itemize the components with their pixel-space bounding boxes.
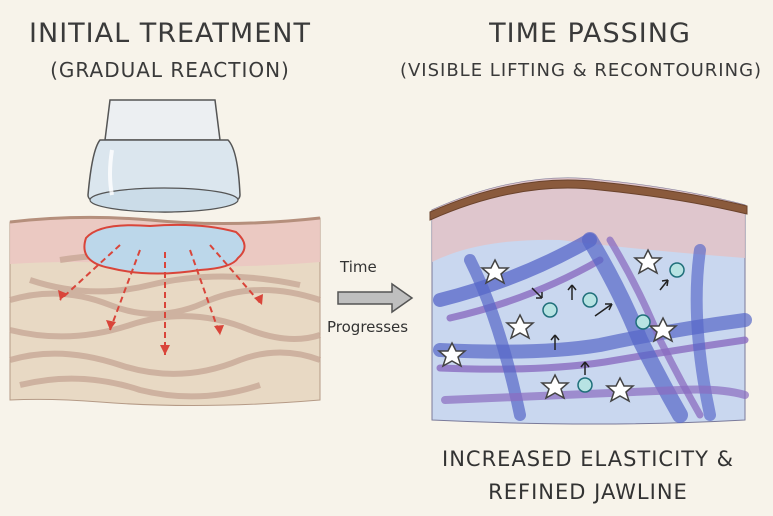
collagen-fibers xyxy=(433,232,752,423)
fibroblast-stars xyxy=(436,248,679,403)
time-arrow-icon xyxy=(337,282,414,314)
treatment-zone xyxy=(83,223,246,275)
left-panel-title: INITIAL TREATMENT xyxy=(29,18,311,49)
treatment-device-icon xyxy=(87,99,241,213)
new-cells xyxy=(542,262,685,393)
result-caption-line-1: INCREASED ELASTICITY & xyxy=(442,447,734,471)
result-caption-line-2: REFINED JAWLINE xyxy=(488,480,688,504)
energy-arrowheads xyxy=(58,290,263,355)
left-panel-subtitle: (GRADUAL REACTION) xyxy=(50,58,290,82)
lifting-arrows xyxy=(531,279,669,375)
right-panel-subtitle: (VISIBLE LIFTING & RECONTOURING) xyxy=(399,60,763,81)
left-skin-section xyxy=(9,215,322,407)
right-skin-section xyxy=(429,177,752,425)
progresses-label: Progresses xyxy=(327,318,409,336)
energy-arrows xyxy=(59,244,263,355)
right-panel-title: TIME PASSING xyxy=(489,18,691,49)
time-label: Time xyxy=(340,258,377,276)
